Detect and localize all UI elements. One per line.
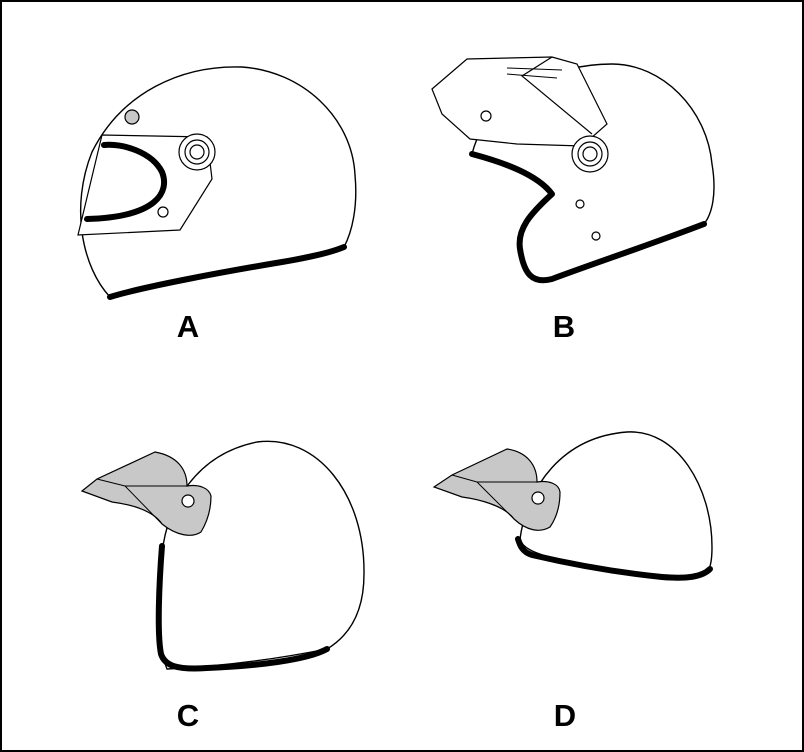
helmet-d-label: D	[554, 700, 576, 731]
helmet-a-full-face	[62, 57, 382, 317]
helmet-d-panel	[432, 427, 732, 727]
helmet-c-open-face	[77, 434, 397, 694]
helmet-b-modular	[412, 54, 732, 314]
helmet-a-panel	[62, 57, 362, 357]
helmet-b-label: B	[553, 311, 575, 342]
helmet-c-panel	[77, 434, 377, 734]
helmet-c-label: C	[177, 700, 199, 731]
helmet-d-half	[432, 427, 752, 687]
helmet-a-label: A	[177, 311, 199, 342]
